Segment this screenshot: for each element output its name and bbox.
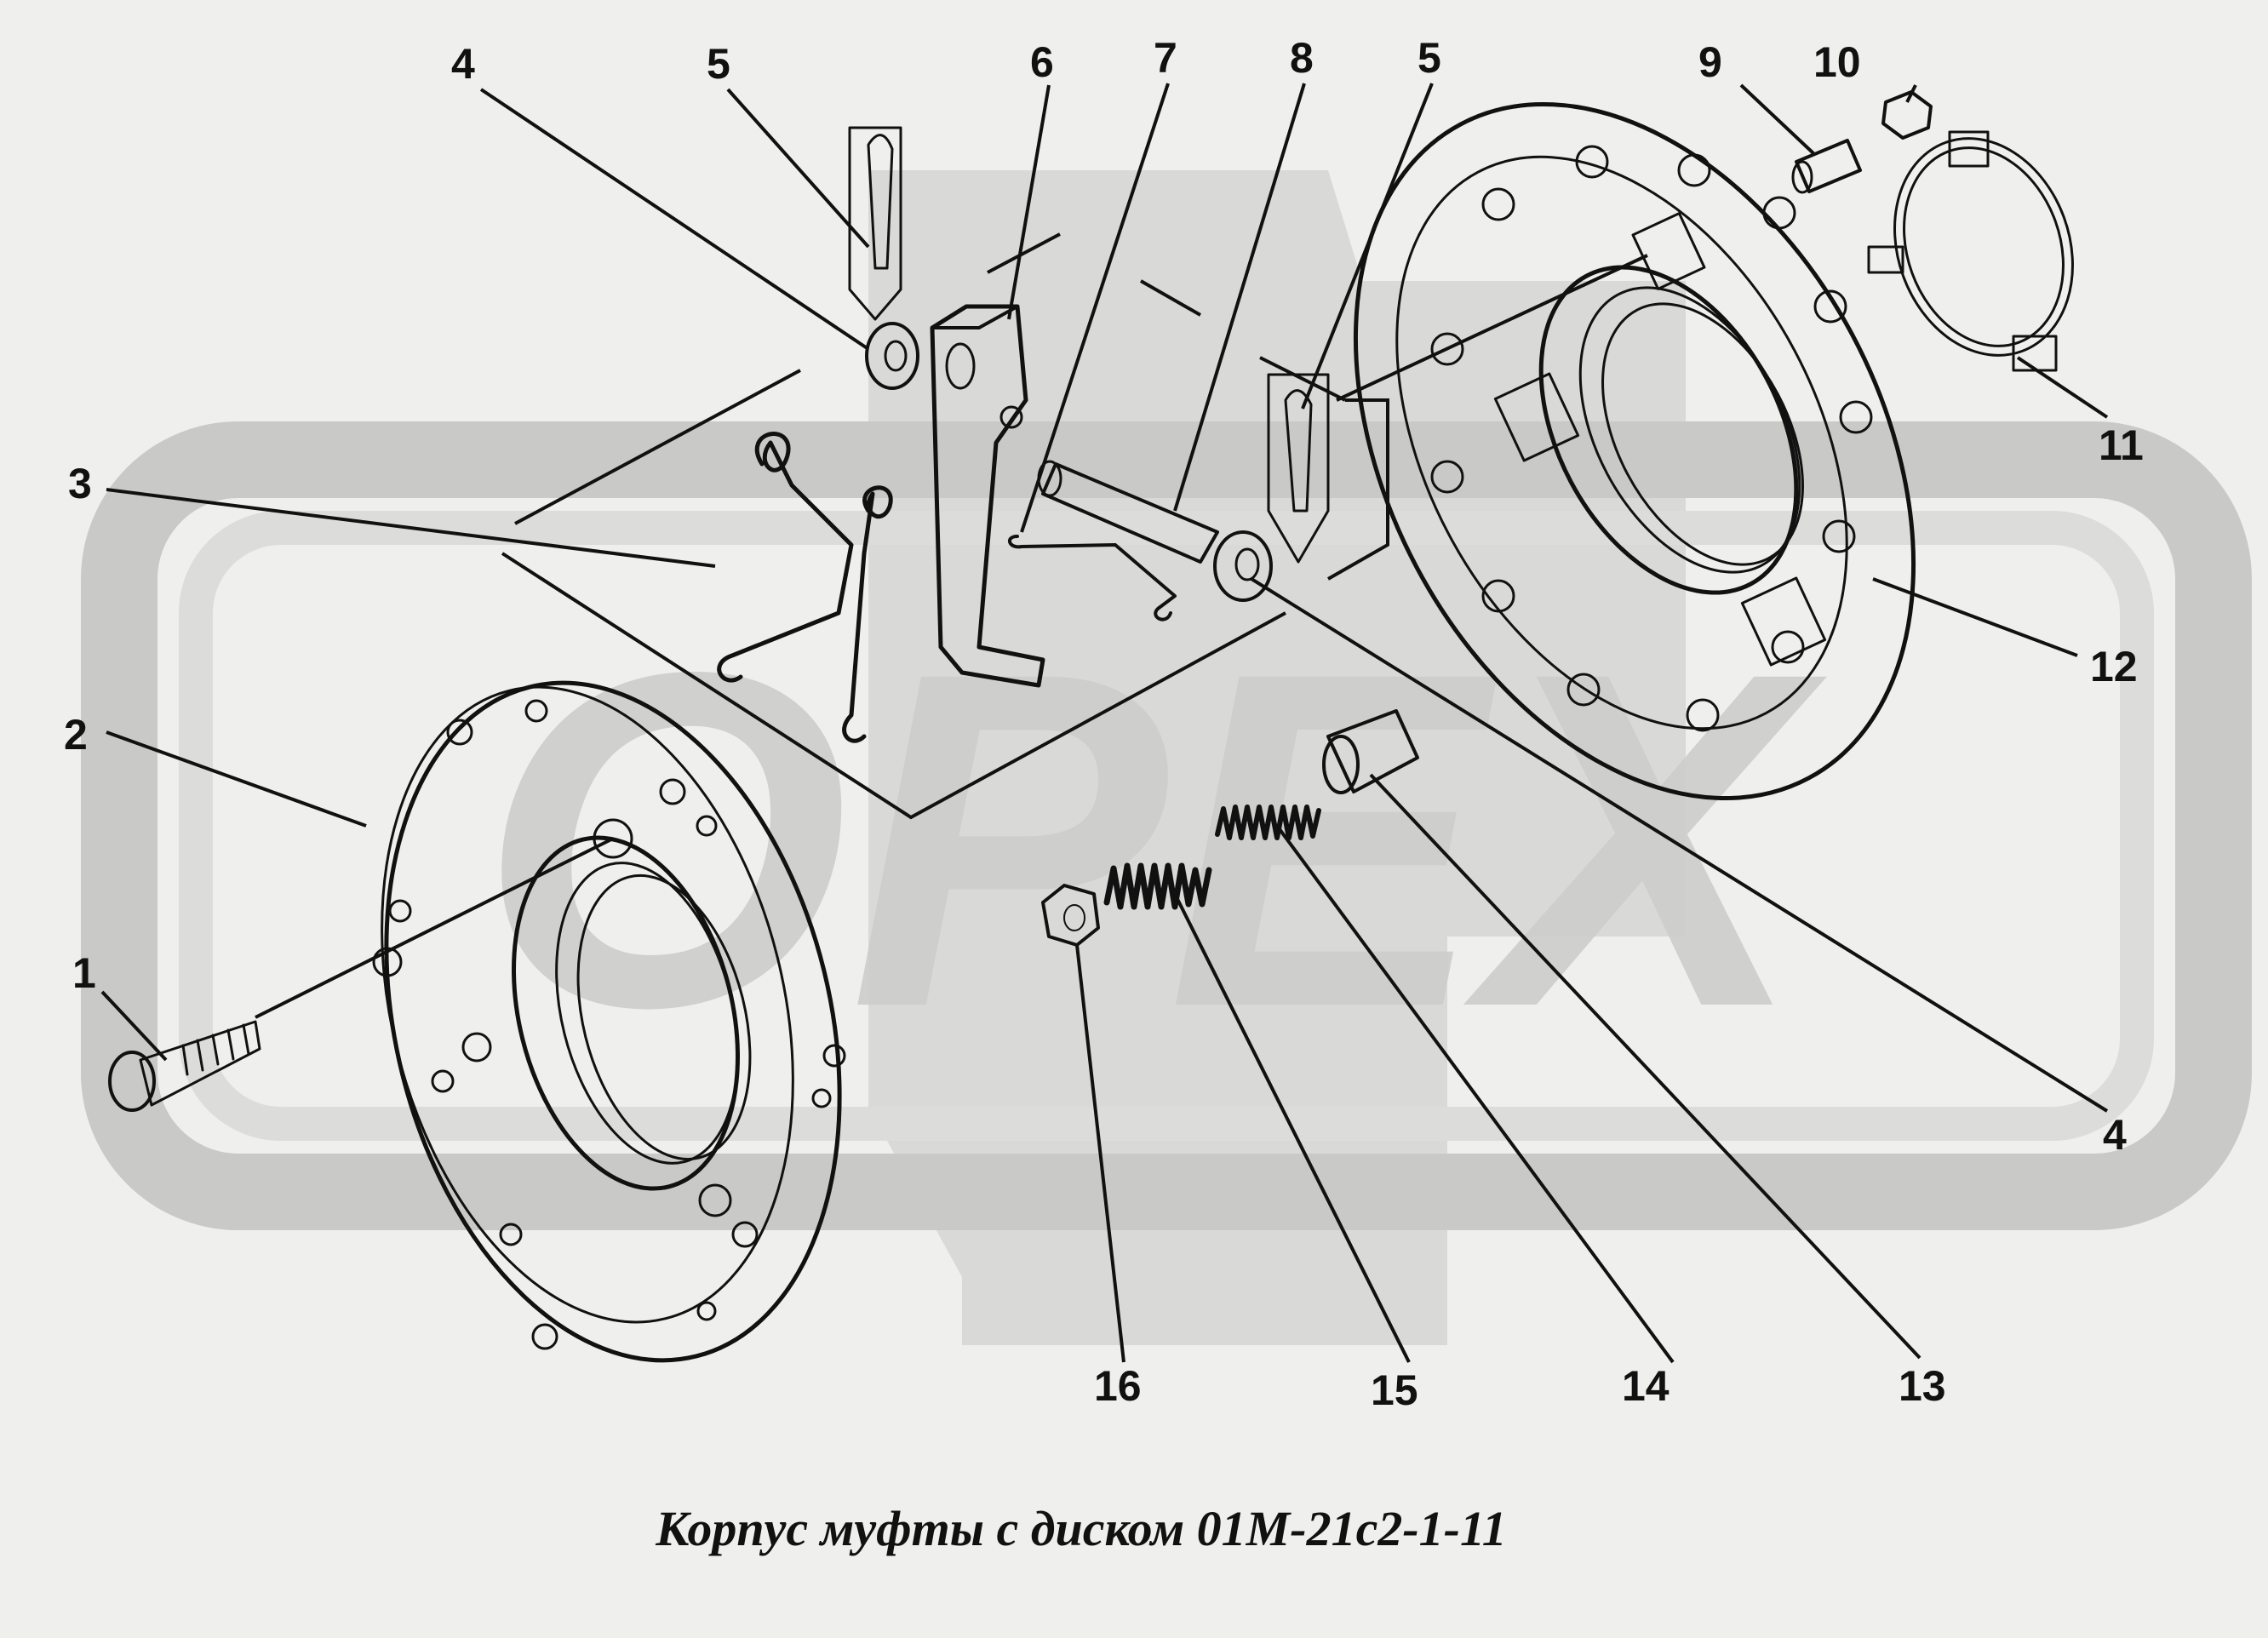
callout-16: 16	[1094, 1362, 1142, 1410]
callout-3: 3	[68, 460, 92, 507]
part-14-inner-spring	[1215, 805, 1321, 840]
callout-2: 2	[64, 711, 88, 759]
part-13-bushing	[1322, 709, 1419, 794]
part-7-wire-spring	[1008, 535, 1177, 621]
callout-labels: 1 2 3 4 5 6 7 8 5 9 10 11 12 4 13 14 15 …	[64, 34, 2144, 1414]
watermark-logo-text: OPEX	[478, 573, 1828, 1106]
part-16-adjusting-nut	[1041, 884, 1100, 947]
opex-watermark: OPEX	[81, 170, 2252, 1345]
callout-5-right: 5	[1418, 34, 1441, 82]
part-3-return-springs	[717, 432, 893, 743]
part-12-clutch-housing	[1353, 102, 1916, 800]
part-4-washer-top	[865, 322, 919, 390]
part-11-clamp-ring	[1867, 130, 2074, 372]
callout-7: 7	[1154, 34, 1177, 82]
leader-lines	[100, 83, 2109, 1364]
callout-5-left: 5	[707, 40, 730, 88]
callout-4-bottom: 4	[2103, 1111, 2127, 1159]
callout-6: 6	[1030, 38, 1054, 86]
callout-1: 1	[72, 949, 96, 997]
callout-8: 8	[1290, 34, 1314, 82]
assembly-bracket-lines	[501, 232, 1648, 820]
part-15-outer-spring	[1103, 862, 1212, 910]
part-1-bolt	[108, 1020, 261, 1112]
callout-14: 14	[1622, 1362, 1670, 1410]
callout-12: 12	[2090, 643, 2138, 690]
part-2-pressure-disc	[372, 680, 846, 1363]
callout-10: 10	[1813, 38, 1861, 86]
part-4-washer-lower	[1213, 530, 1273, 602]
callout-11: 11	[2099, 421, 2144, 469]
callout-9: 9	[1698, 38, 1722, 86]
part-6-release-lever	[930, 304, 1045, 688]
part-9-fitting	[1791, 139, 1862, 194]
part-5-split-pin-right	[1267, 373, 1330, 564]
callout-4-top: 4	[451, 40, 475, 88]
part-5-split-pin-left	[848, 126, 902, 321]
callout-13: 13	[1899, 1362, 1946, 1410]
figure-caption: Корпус муфты с диском 01М-21с2-1-11	[655, 1501, 1507, 1556]
callout-15: 15	[1371, 1366, 1418, 1414]
